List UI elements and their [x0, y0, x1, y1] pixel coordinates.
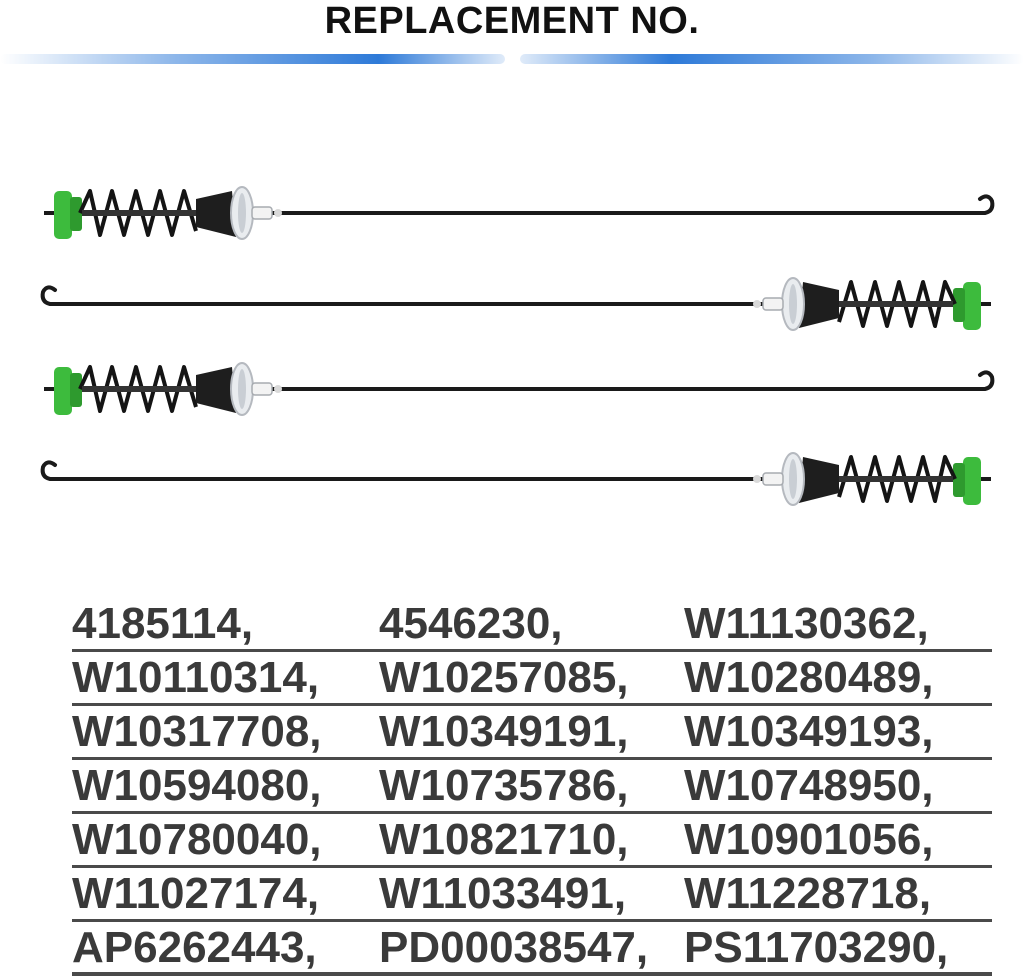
part-number: W10280489,	[684, 653, 934, 702]
part-number: W10748950,	[684, 761, 934, 810]
part-number: PS11703290,	[684, 923, 949, 972]
part-number: AP6262443,	[72, 923, 317, 972]
table-row: 4185114, 4546230, W11130362,	[72, 598, 992, 652]
table-row: W10317708, W10349191, W10349193,	[72, 706, 992, 760]
accent-bar-left	[0, 54, 505, 64]
part-number: W10349193,	[684, 707, 934, 756]
table-row: W10594080, W10735786, W10748950,	[72, 760, 992, 814]
rod-4	[43, 453, 991, 505]
rod-3	[44, 363, 992, 415]
part-number: W10317708,	[72, 707, 322, 756]
suspension-rods-illustration	[0, 170, 1024, 520]
part-number: W11027174,	[72, 869, 320, 918]
rod-2	[43, 278, 991, 330]
table-row: W10110314, W10257085, W10280489,	[72, 652, 992, 706]
part-number: W10735786,	[379, 761, 629, 810]
table-row: W10780040, W10821710, W10901056,	[72, 814, 992, 868]
part-number: W10821710,	[379, 815, 629, 864]
part-number: W11130362,	[684, 599, 929, 648]
table-row: AP6262443, PD00038547, PS11703290,	[72, 922, 992, 976]
part-number: W10780040,	[72, 815, 322, 864]
part-number: W11228718,	[684, 869, 932, 918]
part-number: W10257085,	[379, 653, 629, 702]
part-number: W10901056,	[684, 815, 934, 864]
part-number: W11033491,	[379, 869, 627, 918]
part-number: W10349191,	[379, 707, 629, 756]
page-title: REPLACEMENT NO.	[324, 0, 700, 42]
part-number: W10110314,	[72, 653, 320, 702]
part-number-table: 4185114, 4546230, W11130362, W10110314, …	[72, 598, 992, 976]
accent-bar-right	[520, 54, 1024, 64]
table-row: W11027174, W11033491, W11228718,	[72, 868, 992, 922]
part-number: 4546230,	[379, 599, 563, 648]
part-number: 4185114,	[72, 599, 254, 648]
rod-1	[44, 187, 992, 239]
part-number: PD00038547,	[379, 923, 649, 972]
part-number: W10594080,	[72, 761, 322, 810]
